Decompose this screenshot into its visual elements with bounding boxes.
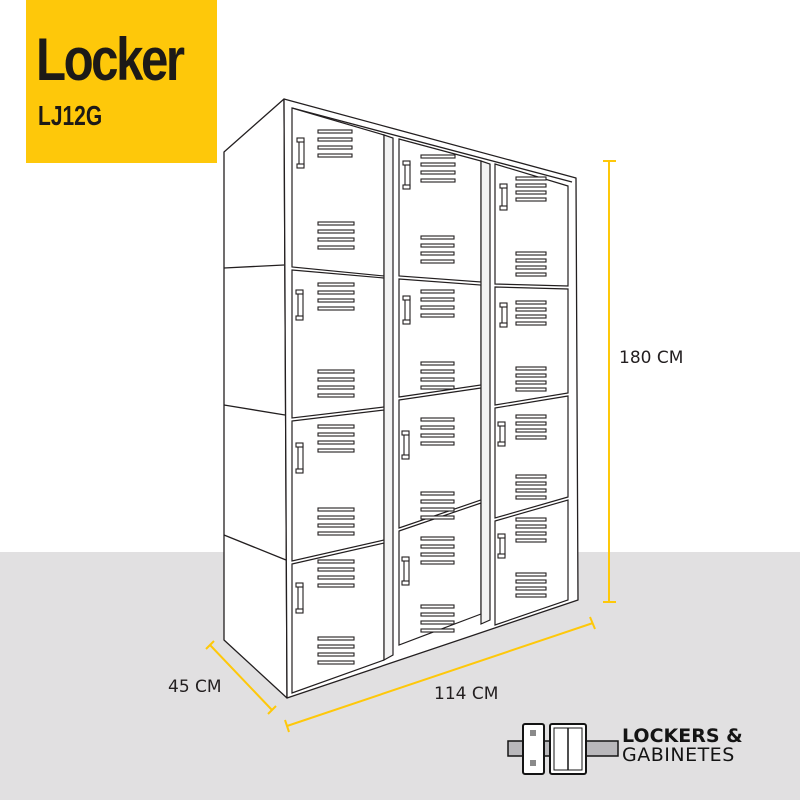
locker-side-panel <box>223 98 288 699</box>
dimension-lines <box>205 160 616 733</box>
brand-line-2: GABINETES <box>622 744 735 766</box>
locker-column-3 <box>494 163 569 626</box>
product-title: Locker <box>36 26 185 93</box>
product-model: LJ12G <box>38 100 103 131</box>
brand-logo-icon <box>507 723 619 775</box>
door-handles <box>295 137 508 614</box>
height-label: 180 CM <box>619 348 684 368</box>
depth-label: 45 CM <box>168 677 222 697</box>
brand-line-1: LOCKERS & <box>622 725 743 747</box>
locker-column-2 <box>398 138 491 646</box>
title-badge: Locker LJ12G <box>26 0 217 163</box>
depth-dimension-line <box>209 644 273 711</box>
width-label: 114 CM <box>434 684 499 704</box>
brand-name: LOCKERS & GABINETES <box>622 727 743 765</box>
vent-slats <box>317 129 547 665</box>
width-dimension-line <box>286 622 594 727</box>
locker-column-1 <box>291 107 394 694</box>
